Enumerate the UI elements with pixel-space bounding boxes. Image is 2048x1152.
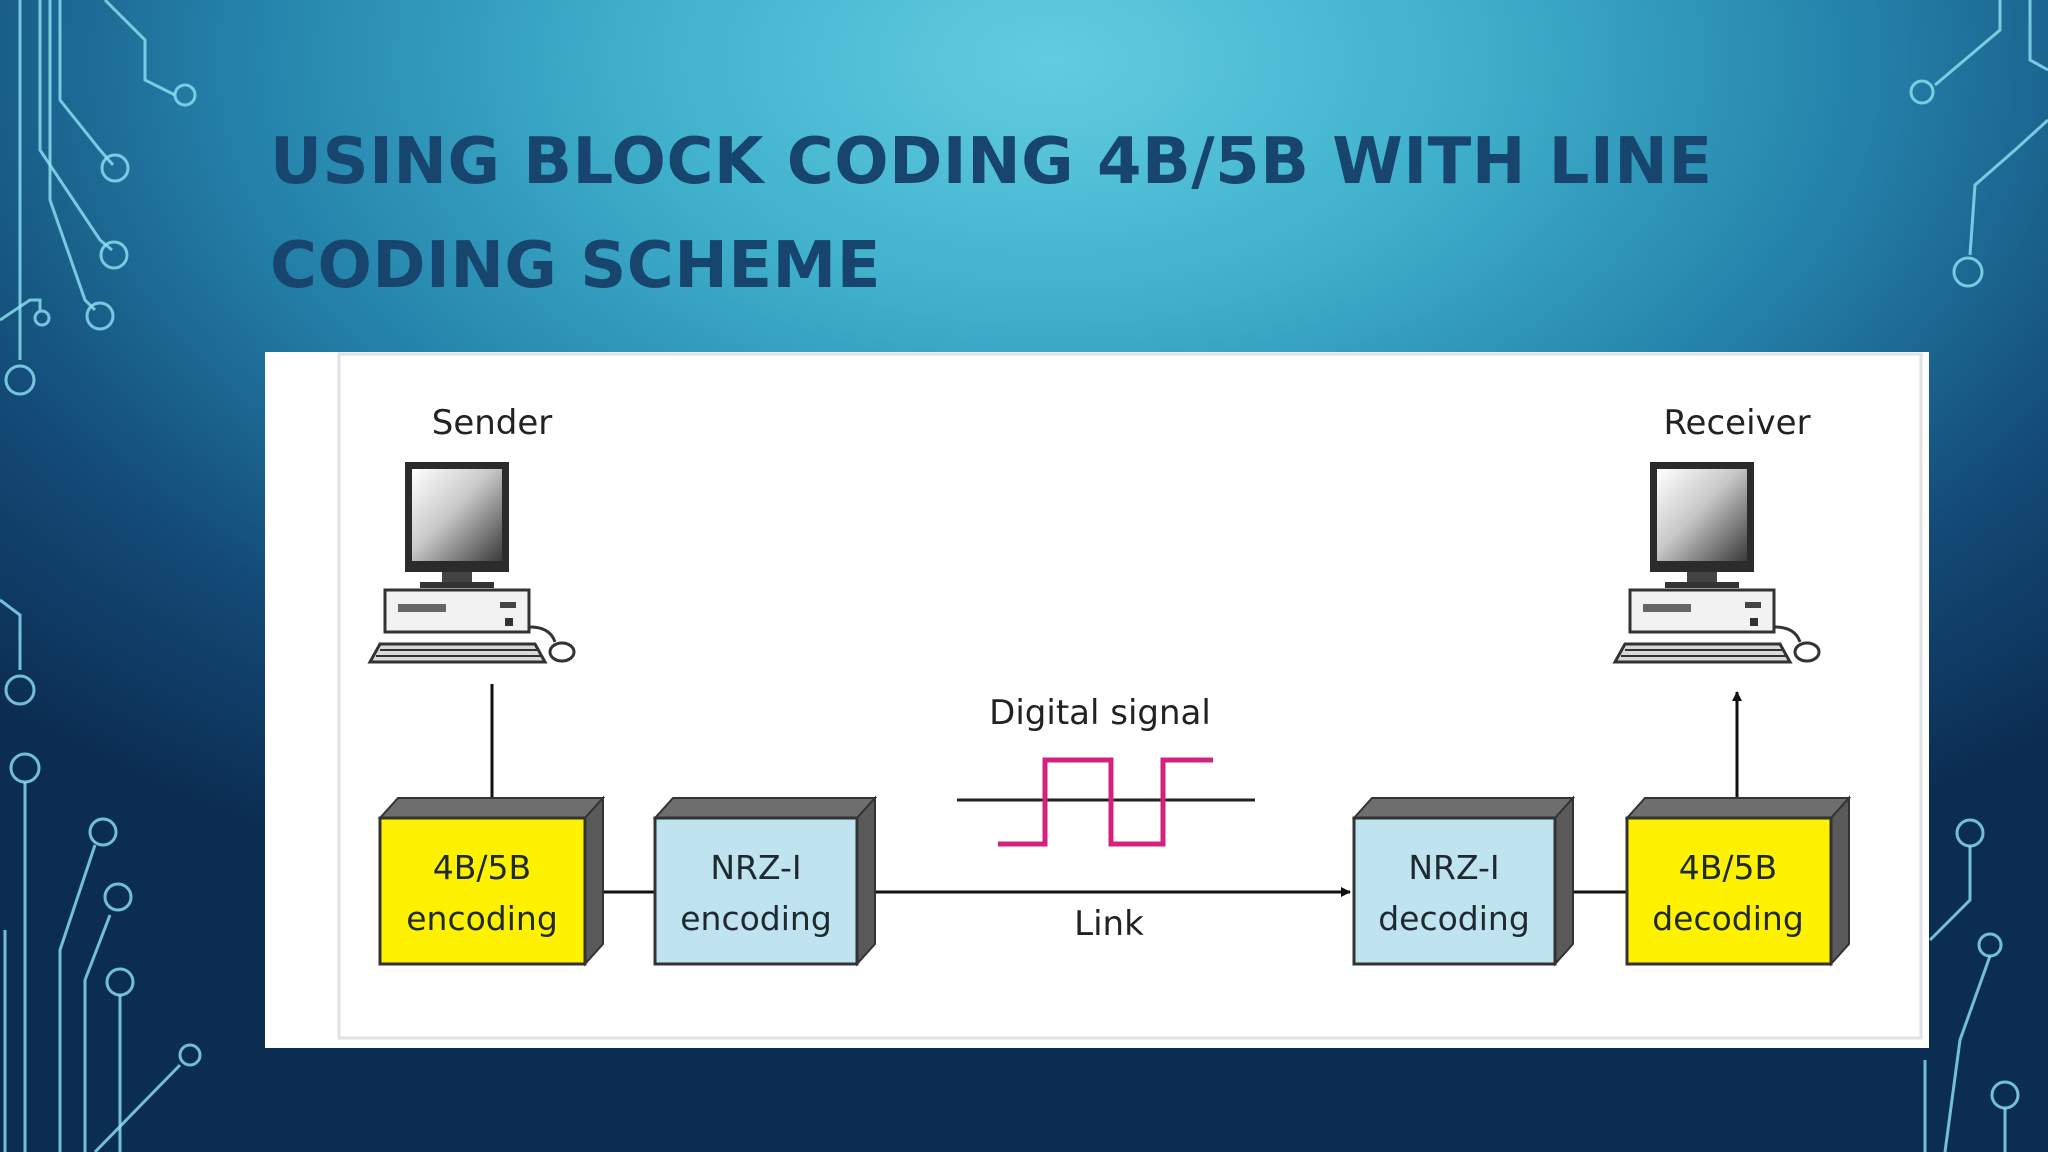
receiver-label: Receiver <box>1663 403 1810 443</box>
block-label-line1: 4B/5B <box>433 848 531 887</box>
receiver-computer-icon <box>1612 462 1821 664</box>
signal-label: Digital signal <box>989 693 1211 733</box>
block-label-line2: decoding <box>1652 899 1804 938</box>
inner-frame <box>337 352 1923 1040</box>
block-nrzi-decoding: NRZ-I decoding <box>1351 795 1576 967</box>
sender-label: Sender <box>432 403 553 443</box>
coding-diagram: Sender Receiver <box>337 352 1923 1040</box>
block-label-line1: NRZ-I <box>710 848 801 887</box>
block-label-line2: encoding <box>406 899 558 938</box>
block-4b5b-decoding: 4B/5B decoding <box>1624 795 1852 967</box>
block-label-line2: encoding <box>680 899 832 938</box>
diagram-panel: Sender Receiver <box>265 352 1929 1048</box>
page-title: USING BLOCK CODING 4B/5B WITH LINE CODIN… <box>270 125 1713 303</box>
block-label-line1: NRZ-I <box>1408 848 1499 887</box>
link-label: Link <box>1074 904 1144 944</box>
block-4b5b-encoding: 4B/5B encoding <box>377 795 606 967</box>
block-label-line1: 4B/5B <box>1679 848 1777 887</box>
digital-signal-waveform <box>998 757 1213 847</box>
sender-computer-icon <box>367 462 576 664</box>
block-label-line2: decoding <box>1378 899 1530 938</box>
block-nrzi-encoding: NRZ-I encoding <box>652 795 878 967</box>
